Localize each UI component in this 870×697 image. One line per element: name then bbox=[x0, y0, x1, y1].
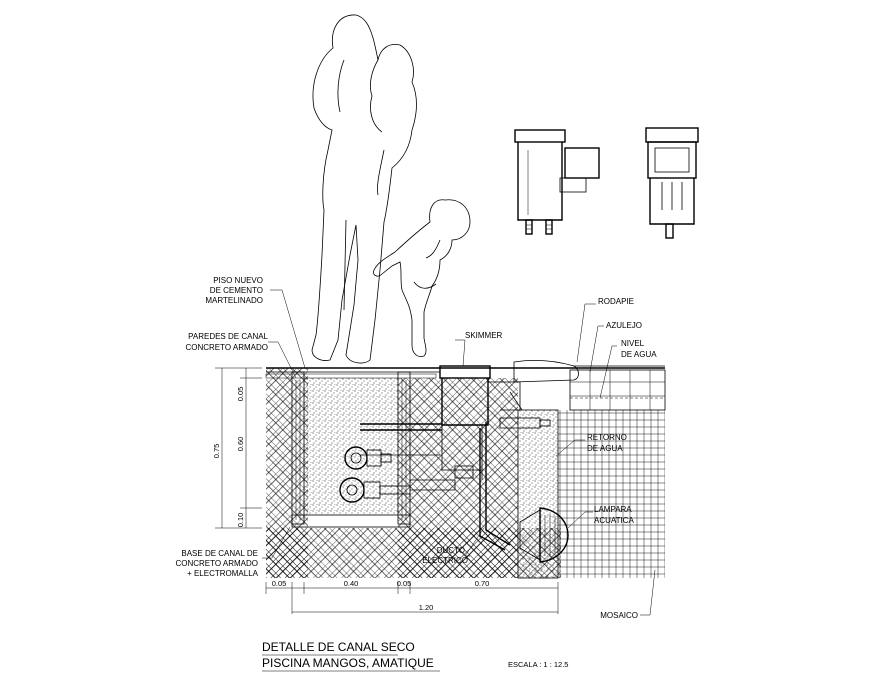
label-retorno: RETORNO DE AGUA bbox=[587, 433, 627, 453]
svg-text:DE CEMENTO: DE CEMENTO bbox=[210, 286, 263, 295]
dim-h-total: 1.20 bbox=[419, 603, 434, 612]
gravel-fill bbox=[304, 378, 398, 515]
svg-text:ELECTRICO: ELECTRICO bbox=[422, 556, 468, 565]
title-block: DETALLE DE CANAL SECO PISCINA MANGOS, AM… bbox=[262, 640, 568, 672]
dim-v-mid: 0.60 bbox=[236, 437, 245, 452]
label-skimmer: SKIMMER bbox=[465, 331, 503, 340]
dim-v-bot: 0.10 bbox=[236, 513, 245, 528]
dim-v-total: 0.75 bbox=[212, 444, 221, 459]
svg-text:ACUATICA: ACUATICA bbox=[594, 516, 635, 525]
svg-text:PISO NUEVO: PISO NUEVO bbox=[213, 276, 263, 285]
dim-h-c: 0.05 bbox=[397, 579, 412, 588]
floor-slab bbox=[265, 359, 665, 383]
label-azulejo: AZULEJO bbox=[606, 321, 642, 330]
water-return bbox=[499, 417, 551, 429]
label-rodapie: RODAPIE bbox=[598, 297, 634, 306]
svg-text:NIVEL: NIVEL bbox=[621, 339, 645, 348]
child-figure bbox=[373, 199, 471, 357]
dim-h-a: 0.05 bbox=[272, 579, 287, 588]
skimmer-section bbox=[439, 365, 523, 471]
pool-wall-concrete bbox=[518, 410, 558, 578]
dim-h-d: 0.70 bbox=[475, 579, 490, 588]
mosaic-tiles bbox=[558, 410, 665, 578]
svg-text:+ ELECTROMALLA: + ELECTROMALLA bbox=[187, 569, 259, 578]
leader-lines bbox=[262, 289, 656, 616]
dim-v-top: 0.05 bbox=[236, 387, 245, 402]
svg-text:CONCRETO ARMADO: CONCRETO ARMADO bbox=[175, 559, 258, 568]
adult-with-child-figure bbox=[311, 14, 417, 364]
underwater-lamp bbox=[519, 507, 569, 563]
svg-text:LAMPARA: LAMPARA bbox=[594, 505, 632, 514]
label-nivel: NIVEL DE AGUA bbox=[621, 339, 657, 359]
svg-text:DE AGUA: DE AGUA bbox=[621, 350, 657, 359]
skimmer-elevation-front bbox=[645, 127, 699, 239]
svg-text:PAREDES DE CANAL: PAREDES DE CANAL bbox=[188, 332, 268, 341]
svg-text:PISCINA MANGOS, AMATIQUE: PISCINA MANGOS, AMATIQUE bbox=[262, 656, 434, 670]
pipes bbox=[360, 422, 511, 551]
label-ducto: DUCTO ELECTRICO bbox=[422, 546, 468, 565]
svg-text:DETALLE DE CANAL SECO: DETALLE DE CANAL SECO bbox=[262, 640, 415, 654]
label-mosaico: MOSAICO bbox=[600, 611, 638, 620]
skimmer-elevation-side bbox=[514, 129, 600, 235]
svg-text:CONCRETO ARMADO: CONCRETO ARMADO bbox=[185, 343, 268, 352]
label-base: BASE DE CANAL DE CONCRETO ARMADO + ELECT… bbox=[175, 549, 258, 578]
pump-upper bbox=[344, 446, 392, 470]
svg-text:DE AGUA: DE AGUA bbox=[587, 444, 623, 453]
label-paredes: PAREDES DE CANAL CONCRETO ARMADO bbox=[185, 332, 268, 352]
svg-text:RETORNO: RETORNO bbox=[587, 433, 627, 442]
label-piso: PISO NUEVO DE CEMENTO MARTELINADO bbox=[205, 276, 263, 305]
dimension-lines bbox=[215, 367, 559, 614]
svg-text:DUCTO: DUCTO bbox=[437, 546, 465, 555]
pump-lower bbox=[339, 477, 411, 503]
label-lampara: LAMPARA ACUATICA bbox=[594, 505, 635, 525]
azulejo-band bbox=[569, 369, 666, 411]
svg-text:MARTELINADO: MARTELINADO bbox=[205, 296, 263, 305]
svg-text:ESCALA : 1 : 12.5: ESCALA : 1 : 12.5 bbox=[508, 660, 568, 669]
dim-h-b: 0.40 bbox=[344, 579, 359, 588]
svg-text:BASE DE CANAL DE: BASE DE CANAL DE bbox=[181, 549, 258, 558]
